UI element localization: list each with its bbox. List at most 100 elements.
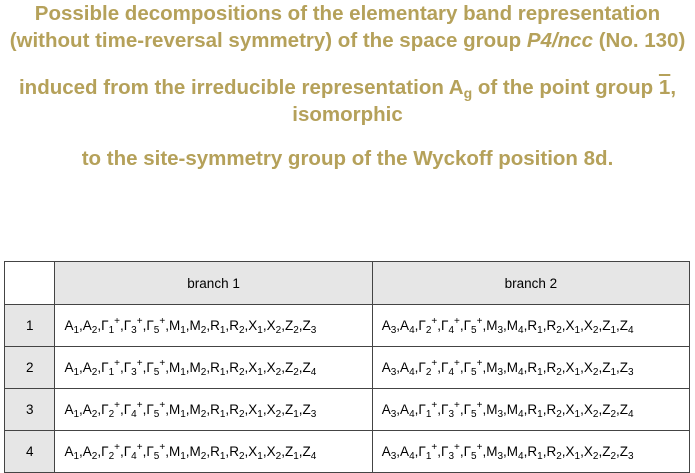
- row-number: 3: [3, 388, 56, 431]
- irrep-label: Γ4+: [441, 316, 460, 336]
- irrep-label: M2: [189, 360, 207, 378]
- row-number: 4: [3, 430, 56, 473]
- irrep-label: Z4: [302, 444, 317, 462]
- irrep-label: A3: [381, 360, 397, 378]
- irrep-label: R1: [210, 318, 226, 336]
- irrep-label: A2: [82, 318, 98, 336]
- space-group-symbol: P4/ncc: [526, 29, 593, 52]
- irrep-label: X1: [248, 318, 263, 336]
- irrep-label: M4: [506, 402, 524, 420]
- irrep-label: Γ2+: [101, 442, 120, 462]
- branch-1-cell: A1,A2,Γ2+,Γ4+,Γ5+,M1,M2,R1,R2,X1,X2,Z1,Z…: [54, 388, 373, 431]
- irrep-label: X2: [266, 318, 282, 336]
- irrep-label: A1: [64, 402, 80, 420]
- irrep-label: M4: [506, 360, 524, 378]
- irrep-label: R2: [546, 360, 562, 378]
- irrep-label: Γ4+: [123, 400, 143, 420]
- irrep-label: Γ3+: [123, 316, 143, 336]
- irrep-label: Z3: [302, 402, 317, 420]
- irrep-label: R2: [546, 318, 562, 336]
- branch-1-cell: A1,A2,Γ1+,Γ3+,Γ5+,M1,M2,R1,R2,X1,X2,Z2,Z…: [54, 346, 373, 389]
- irrep-label: Z1: [602, 318, 617, 336]
- irrep-label: X1: [248, 402, 263, 420]
- irrep-label: A2: [82, 402, 98, 420]
- irrep-label: R2: [546, 444, 562, 462]
- branch-2-cell: A3,A4,Γ2+,Γ4+,Γ5+,M3,M4,R1,R2,X1,X2,Z1,Z…: [371, 304, 691, 347]
- irrep-label: A4: [400, 360, 415, 378]
- irrep-label: Γ5+: [463, 400, 483, 420]
- irrep-label: M2: [189, 402, 207, 420]
- irrep-label: Z1: [284, 402, 299, 420]
- branch-2-cell: A3,A4,Γ2+,Γ4+,Γ5+,M3,M4,R1,R2,X1,X2,Z1,Z…: [371, 346, 691, 389]
- irrep-label: M4: [506, 444, 524, 462]
- irrep-label: Γ4+: [441, 358, 460, 378]
- irrep-label: X2: [583, 318, 599, 336]
- irrep-label: Γ4+: [123, 442, 143, 462]
- irrep-label: M3: [486, 360, 504, 378]
- irrep-label: Γ1+: [101, 316, 120, 336]
- branch-1-cell: A1,A2,Γ2+,Γ4+,Γ5+,M1,M2,R1,R2,X1,X2,Z1,Z…: [54, 430, 373, 473]
- irrep-label: Z1: [602, 360, 617, 378]
- irrep-label: R1: [210, 360, 226, 378]
- irrep-label: Γ3+: [123, 358, 143, 378]
- irrep-label: M2: [189, 318, 207, 336]
- irrep-label: Γ5+: [463, 316, 483, 336]
- irrep-label: M3: [486, 318, 504, 336]
- irrep-label: M1: [168, 444, 186, 462]
- irrep-label: Γ1+: [418, 442, 438, 462]
- branch-2-cell: A3,A4,Γ1+,Γ3+,Γ5+,M3,M4,R1,R2,X1,X2,Z2,Z…: [371, 430, 691, 473]
- irrep-label: A1: [64, 444, 80, 462]
- page-header: Possible decompositions of the elementar…: [0, 0, 695, 172]
- irrep-label: A4: [400, 444, 415, 462]
- irrep-label: Γ3+: [441, 400, 460, 420]
- irrep-label: Z3: [302, 318, 317, 336]
- irrep-label: R1: [210, 402, 226, 420]
- irrep-label: X2: [583, 444, 599, 462]
- irrep-label: Z3: [619, 444, 634, 462]
- point-group-symbol: 1: [658, 76, 671, 99]
- irrep-subscript: g: [463, 85, 473, 101]
- space-group-number: (No. 130): [593, 29, 686, 52]
- irrep-label: M3: [486, 444, 504, 462]
- irrep-label: R2: [546, 402, 562, 420]
- irrep-label: Γ5+: [146, 358, 166, 378]
- irrep-label: X2: [583, 360, 599, 378]
- irrep-label: Z1: [284, 444, 299, 462]
- irrep-label: Γ5+: [146, 400, 166, 420]
- column-header-branch-2: branch 2: [371, 261, 691, 305]
- irrep-label: M1: [168, 402, 186, 420]
- irrep-label: Γ3+: [441, 442, 460, 462]
- induced-line: induced from the irreducible representat…: [18, 76, 677, 126]
- wyckoff-line: to the site-symmetry group of the Wyckof…: [81, 147, 614, 170]
- irrep-label: A4: [400, 402, 415, 420]
- irrep-label: A1: [64, 318, 80, 336]
- irrep-label: R2: [229, 360, 245, 378]
- irrep-label: R1: [527, 444, 543, 462]
- irrep-label: X1: [248, 444, 263, 462]
- irrep-label: X1: [565, 360, 581, 378]
- irrep-label: M2: [189, 444, 207, 462]
- irrep-label: R1: [527, 360, 543, 378]
- irrep-label: R1: [210, 444, 226, 462]
- irrep-label: Γ5+: [463, 358, 483, 378]
- irrep-label: X1: [565, 402, 581, 420]
- irrep-label: A3: [381, 402, 397, 420]
- irrep-label: A3: [381, 444, 397, 462]
- irrep-label: M3: [486, 402, 504, 420]
- column-header-branch-1: branch 1: [54, 261, 373, 305]
- irrep-label: X2: [266, 402, 282, 420]
- irrep-label: Z4: [619, 318, 634, 336]
- row-number: 2: [3, 346, 56, 389]
- irrep-label: Z4: [619, 402, 634, 420]
- title-text: Possible decompositions of the elementar…: [9, 2, 661, 52]
- irrep-label: Γ2+: [418, 358, 438, 378]
- irrep-label: X2: [266, 360, 282, 378]
- irrep-label: Γ1+: [418, 400, 438, 420]
- irrep-label: X1: [565, 444, 581, 462]
- branch-1-cell: A1,A2,Γ1+,Γ3+,Γ5+,M1,M2,R1,R2,X1,X2,Z2,Z…: [54, 304, 373, 347]
- branch-2-cell: A3,A4,Γ1+,Γ3+,Γ5+,M3,M4,R1,R2,X1,X2,Z2,Z…: [371, 388, 691, 431]
